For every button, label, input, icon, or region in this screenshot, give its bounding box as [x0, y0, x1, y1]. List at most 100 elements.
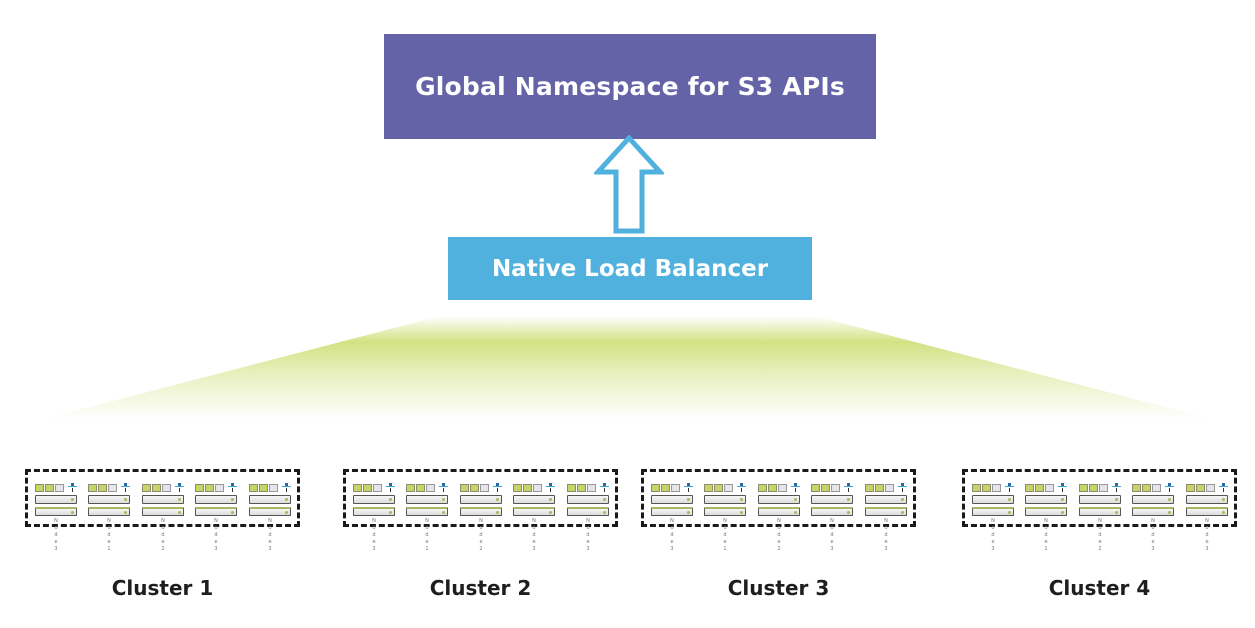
global-namespace-label: Global Namespace for S3 APIs [415, 72, 845, 101]
app-chip-icon [577, 484, 586, 492]
node-icon: Node3 [35, 483, 77, 552]
server-unit-icon [758, 495, 800, 504]
server-unit-icon [811, 495, 853, 504]
network-icon [1058, 483, 1067, 493]
node-icon: Node3 [972, 483, 1014, 552]
server-unit-icon [865, 495, 907, 504]
network-icon [493, 483, 502, 493]
network-icon [546, 483, 555, 493]
compute-chip-icon [480, 484, 489, 492]
app-chip-icon [1089, 484, 1098, 492]
node-icon: Node3 [195, 483, 237, 552]
node-icon: Node3 [811, 483, 853, 552]
server-unit-icon [142, 495, 184, 504]
server-unit-icon [1079, 495, 1121, 504]
compute-chip-icon [724, 484, 733, 492]
native-load-balancer-label: Native Load Balancer [491, 255, 769, 282]
node-icon: Node2 [758, 483, 800, 552]
app-chip-icon [811, 484, 820, 492]
app-chip-icon [35, 484, 44, 492]
compute-chip-icon [778, 484, 787, 492]
network-icon [439, 483, 448, 493]
server-unit-icon [1079, 507, 1121, 516]
node-label: Node2 [161, 518, 165, 552]
compute-chip-icon [1099, 484, 1108, 492]
server-unit-icon [249, 507, 291, 516]
server-unit-icon [460, 495, 502, 504]
app-chip-icon [758, 484, 767, 492]
app-chip-icon [865, 484, 874, 492]
node-label: Node3 [884, 518, 888, 552]
app-chip-icon [704, 484, 713, 492]
server-unit-icon [249, 495, 291, 504]
compute-chip-icon [533, 484, 542, 492]
node-icon: Node3 [567, 483, 609, 552]
cluster-label: Cluster 4 [1048, 576, 1151, 600]
server-unit-icon [195, 495, 237, 504]
app-chip-icon [567, 484, 576, 492]
network-icon [1005, 483, 1014, 493]
compute-chip-icon [162, 484, 171, 492]
compute-chip-icon [426, 484, 435, 492]
app-chip-icon [470, 484, 479, 492]
node-icon: Node1 [406, 483, 448, 552]
app-chip-icon [982, 484, 991, 492]
server-unit-icon [513, 507, 555, 516]
server-unit-icon [1025, 495, 1067, 504]
node-label: Node1 [1044, 518, 1048, 552]
server-unit-icon [1186, 507, 1228, 516]
compute-chip-icon [885, 484, 894, 492]
compute-chip-icon [269, 484, 278, 492]
node-icon: Node3 [249, 483, 291, 552]
server-unit-icon [1025, 507, 1067, 516]
server-unit-icon [972, 507, 1014, 516]
app-chip-icon [249, 484, 258, 492]
app-chip-icon [259, 484, 268, 492]
network-icon [737, 483, 746, 493]
network-icon [282, 483, 291, 493]
node-icon: Node1 [88, 483, 130, 552]
node-label: Node3 [670, 518, 674, 552]
server-unit-icon [651, 495, 693, 504]
server-unit-icon [704, 507, 746, 516]
compute-chip-icon [373, 484, 382, 492]
app-chip-icon [205, 484, 214, 492]
node-label: Node3 [1151, 518, 1155, 552]
cluster-label: Cluster 3 [727, 576, 830, 600]
server-unit-icon [811, 507, 853, 516]
app-chip-icon [416, 484, 425, 492]
node-icon: Node3 [865, 483, 907, 552]
network-icon [175, 483, 184, 493]
network-icon [1219, 483, 1228, 493]
server-unit-icon [567, 495, 609, 504]
app-chip-icon [972, 484, 981, 492]
network-icon [228, 483, 237, 493]
node-label: Node3 [532, 518, 536, 552]
node-label: Node3 [372, 518, 376, 552]
app-chip-icon [1186, 484, 1195, 492]
app-chip-icon [661, 484, 670, 492]
cluster-label: Cluster 2 [429, 576, 532, 600]
server-unit-icon [758, 507, 800, 516]
distribution-fan [40, 316, 1215, 420]
node-label: Node3 [54, 518, 58, 552]
node-icon: Node3 [651, 483, 693, 552]
app-chip-icon [1025, 484, 1034, 492]
app-chip-icon [1079, 484, 1088, 492]
server-unit-icon [406, 507, 448, 516]
server-unit-icon [972, 495, 1014, 504]
compute-chip-icon [1206, 484, 1215, 492]
node-label: Node2 [777, 518, 781, 552]
app-chip-icon [142, 484, 151, 492]
app-chip-icon [714, 484, 723, 492]
network-icon [1112, 483, 1121, 493]
network-icon [600, 483, 609, 493]
app-chip-icon [768, 484, 777, 492]
global-namespace-box: Global Namespace for S3 APIs [384, 34, 876, 139]
node-icon: Node1 [1025, 483, 1067, 552]
app-chip-icon [195, 484, 204, 492]
